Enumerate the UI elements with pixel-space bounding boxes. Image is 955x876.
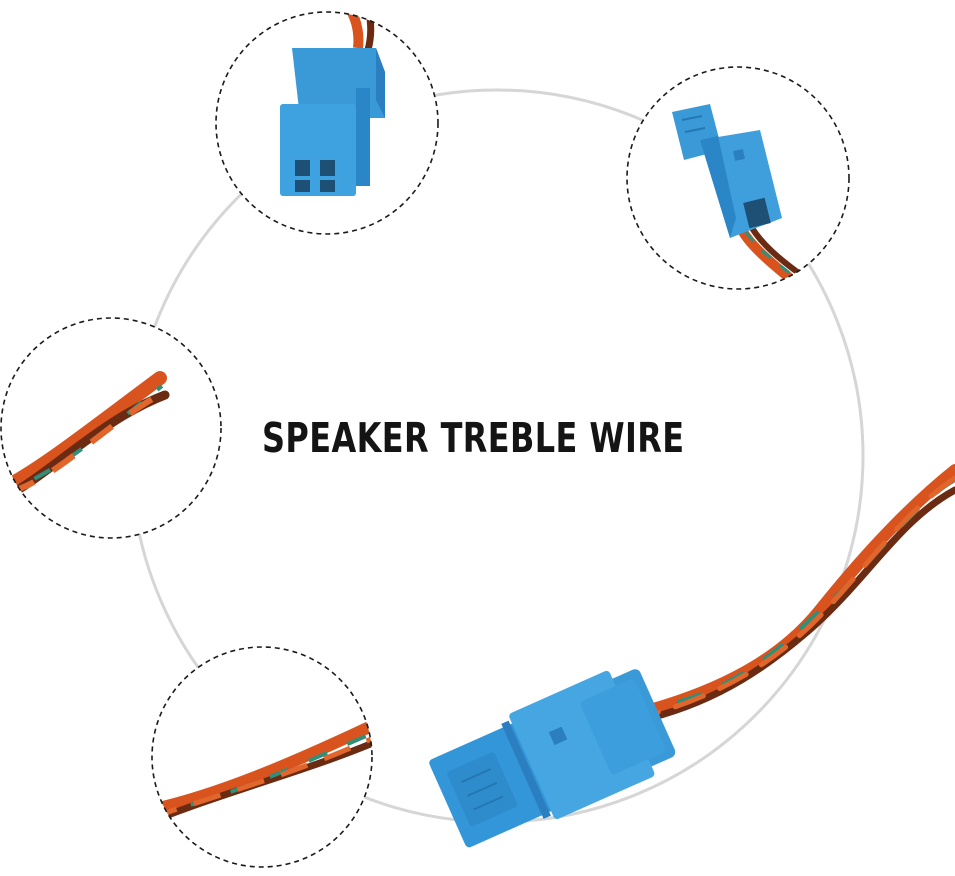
product-headline: SPEAKER TREBLE WIRE [262,414,685,462]
callout-wire-ends [0,317,222,539]
callout-connector-front [215,11,439,235]
twisted-wire-icon [152,716,372,826]
connector-front-view-icon [280,12,385,196]
main-twisted-wire [644,464,955,722]
connector-side-view-icon [672,104,802,284]
main-connector [429,669,676,848]
callout-connector-side [626,66,850,290]
callout-twisted-wire [151,646,373,868]
